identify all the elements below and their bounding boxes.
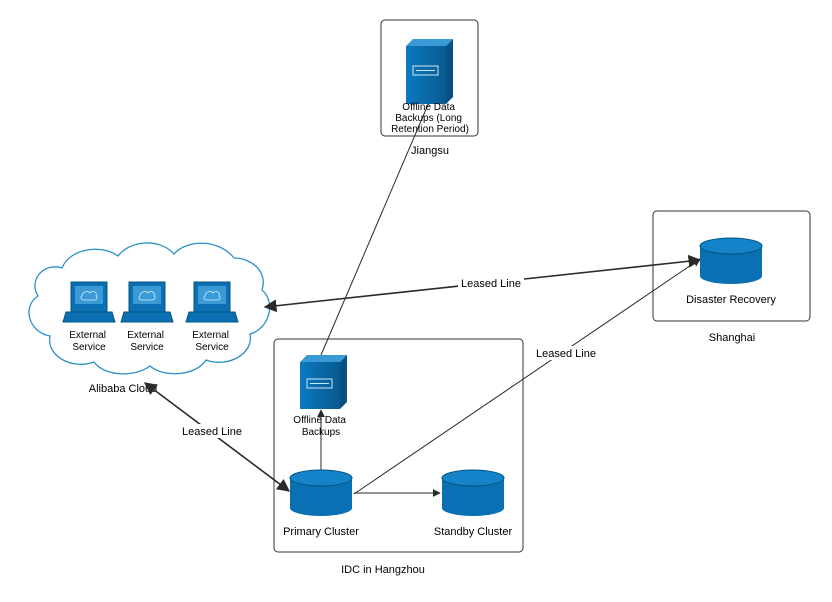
edge-label-primary-dr: Leased Line: [533, 346, 599, 360]
edge-offline-to-jiangsu: [320, 99, 431, 356]
svg-text:Offline Data Backups: Offline Data Backups: [293, 415, 348, 438]
offline-backups-node: Offline Data Backups: [293, 355, 348, 438]
edge-label-dr-alibaba: Leased Line: [458, 276, 524, 290]
computer-icon: [62, 281, 116, 323]
external-service-1: External Service: [62, 281, 116, 353]
standby-cluster-node: Standby Cluster: [434, 469, 513, 538]
shanghai-label: Shanghai: [709, 332, 756, 344]
primary-cluster-node: Primary Cluster: [283, 469, 359, 538]
disaster-recovery-node: Disaster Recovery: [686, 237, 776, 306]
svg-text:Primary Cluster: Primary Cluster: [283, 526, 359, 538]
alibaba-cloud-label: Alibaba Cloud: [89, 383, 158, 395]
database-icon: [699, 237, 763, 284]
computer-icon: [185, 281, 239, 323]
svg-text:External Service: External Service: [192, 330, 231, 353]
svg-text:Leased Line: Leased Line: [182, 426, 242, 438]
offline-backups-long-retention: Offline Data Backups (Long Retention Per…: [391, 39, 469, 135]
edge-label-alibaba-primary: Leased Line: [179, 424, 245, 438]
hangzhou-label: IDC in Hangzhou: [341, 564, 425, 576]
svg-text:External Service: External Service: [69, 330, 108, 353]
svg-text:Standby Cluster: Standby Cluster: [434, 526, 513, 538]
external-service-3: External Service: [185, 281, 239, 353]
svg-text:External Service: External Service: [127, 330, 166, 353]
database-icon: [441, 469, 505, 516]
svg-text:Leased Line: Leased Line: [536, 348, 596, 360]
server-icon: [406, 39, 453, 104]
computer-icon: [120, 281, 174, 323]
server-icon: [300, 355, 347, 409]
svg-text:Offline Data Backups (Lo: Offline Data Backups (Long Retention Per…: [391, 102, 469, 135]
svg-text:Disaster Recovery: Disaster Recovery: [686, 294, 776, 306]
external-service-2: External Service: [120, 281, 174, 353]
svg-text:Leased Line: Leased Line: [461, 278, 521, 290]
jiangsu-label: Jiangsu: [411, 145, 449, 157]
database-icon: [289, 469, 353, 516]
